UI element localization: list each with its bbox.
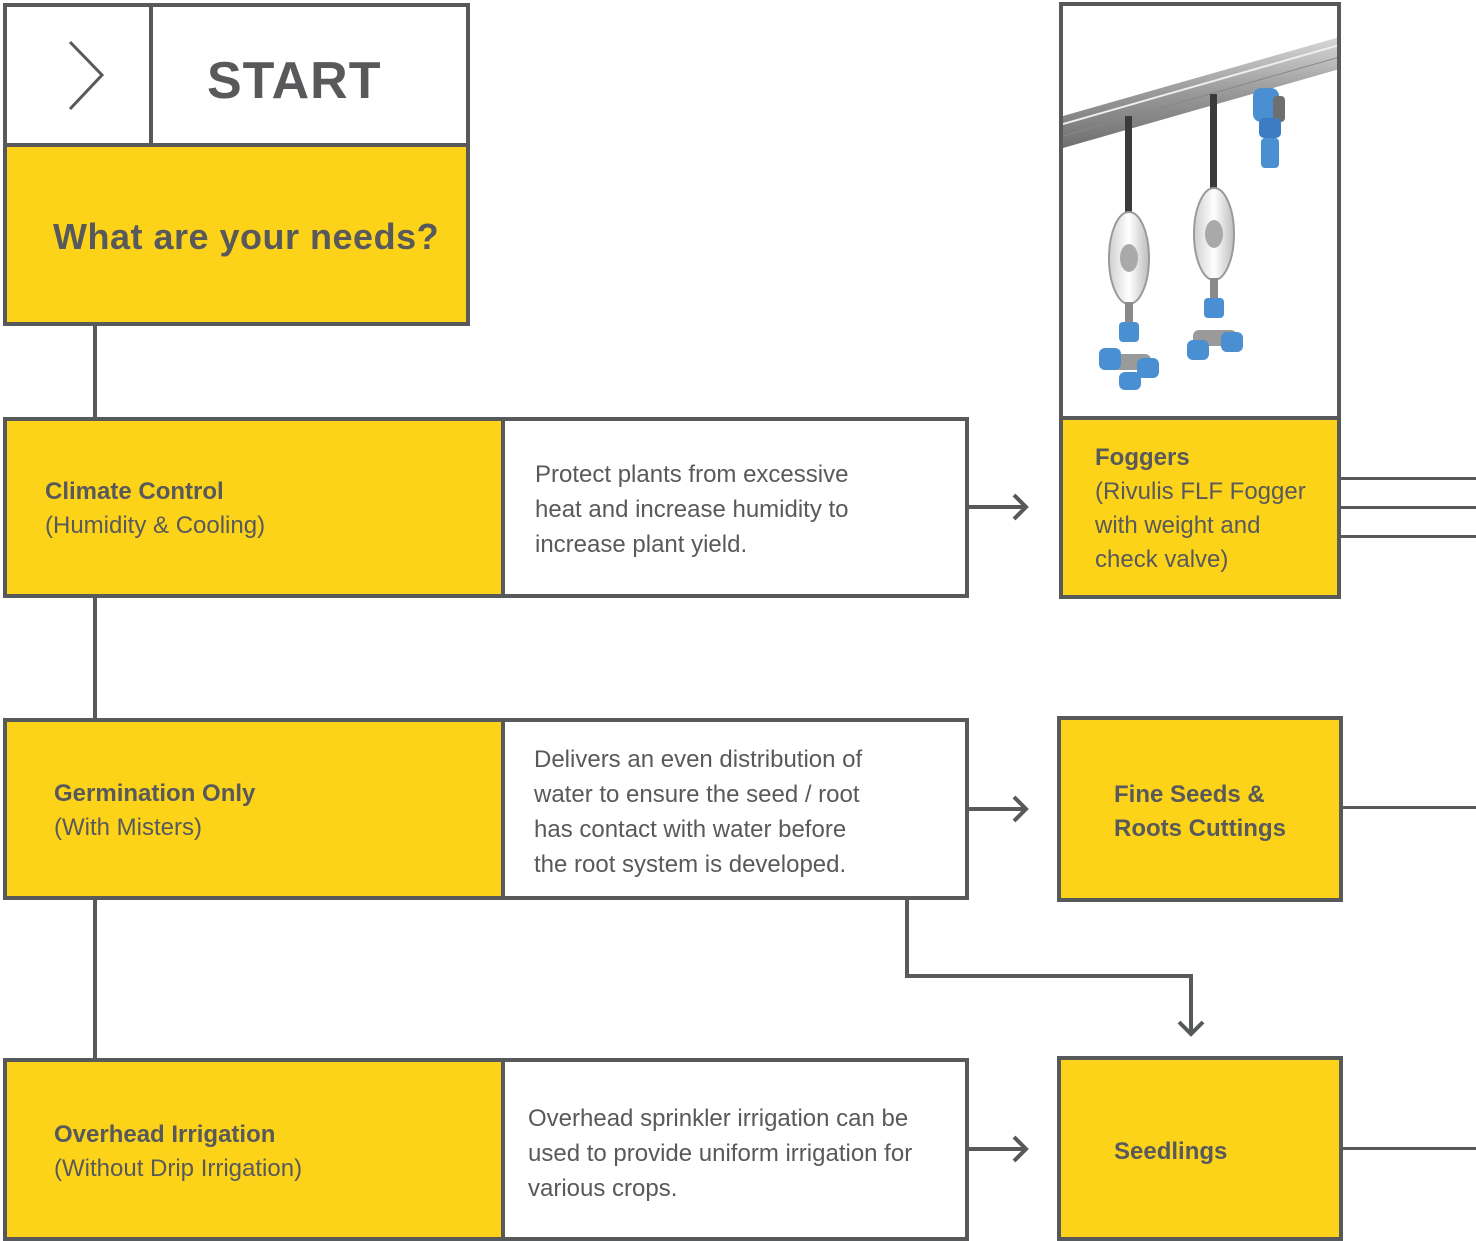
need-climate-control[interactable]: Climate Control (Humidity & Cooling) bbox=[3, 417, 505, 598]
chevron-right-icon bbox=[68, 40, 105, 111]
start-header[interactable]: START bbox=[149, 3, 470, 147]
product-line: with weight and bbox=[1095, 512, 1261, 539]
foggers-exit-line-2 bbox=[1338, 506, 1476, 509]
fine-seeds-exit-line bbox=[1341, 806, 1476, 809]
start-icon-cell[interactable] bbox=[3, 3, 153, 147]
description-line: Overhead sprinkler irrigation can be bbox=[528, 1105, 909, 1132]
product-seedlings[interactable]: Seedlings bbox=[1057, 1056, 1343, 1241]
product-line: (Rivulis FLF Fogger bbox=[1095, 478, 1306, 505]
fogger-illustration bbox=[1063, 37, 1337, 390]
spine-connector-1 bbox=[93, 324, 97, 418]
product-fine-seeds[interactable]: Fine Seeds & Roots Cuttings bbox=[1057, 716, 1343, 902]
description-line: Delivers an even distribution of bbox=[534, 746, 863, 773]
description-line: heat and increase humidity to bbox=[535, 496, 849, 523]
description-line: has contact with water before bbox=[534, 816, 847, 843]
start-label: START bbox=[207, 52, 382, 110]
spine-connector-2 bbox=[93, 596, 97, 720]
description-line: water to ensure the seed / root bbox=[534, 781, 860, 808]
arrow-to-fine-seeds bbox=[966, 795, 1029, 823]
product-title: Seedlings bbox=[1114, 1138, 1228, 1165]
foggers-exit-line-1 bbox=[1338, 477, 1476, 480]
arrow-to-seedlings bbox=[966, 1135, 1029, 1163]
need-description-box: Protect plants from excessive heat and i… bbox=[501, 417, 969, 598]
product-title: Foggers bbox=[1095, 444, 1190, 471]
product-line: check valve) bbox=[1095, 546, 1229, 573]
need-description-box: Overhead sprinkler irrigation can be use… bbox=[501, 1058, 969, 1241]
need-germination-only[interactable]: Germination Only (With Misters) bbox=[3, 718, 505, 900]
foggers-exit-line-3 bbox=[1338, 535, 1476, 538]
description-line: the root system is developed. bbox=[534, 851, 847, 878]
product-line: Fine Seeds & bbox=[1114, 781, 1265, 808]
need-overhead-irrigation[interactable]: Overhead Irrigation (Without Drip Irriga… bbox=[3, 1058, 505, 1241]
need-title: Climate Control bbox=[45, 478, 224, 505]
need-subtitle: (With Misters) bbox=[54, 814, 202, 841]
need-subtitle: (Without Drip Irrigation) bbox=[54, 1155, 303, 1182]
product-foggers[interactable]: Foggers (Rivulis FLF Fogger with weight … bbox=[1059, 416, 1341, 599]
description-line: Protect plants from excessive bbox=[535, 461, 849, 488]
description-line: various crops. bbox=[528, 1175, 678, 1202]
seedlings-exit-line bbox=[1341, 1147, 1476, 1150]
spine-connector-3 bbox=[93, 898, 97, 1060]
need-subtitle: (Humidity & Cooling) bbox=[45, 512, 266, 539]
need-title: Overhead Irrigation bbox=[54, 1121, 276, 1148]
arrow-to-foggers bbox=[966, 493, 1029, 521]
needs-question: What are your needs? bbox=[53, 216, 440, 257]
description-line: used to provide uniform irrigation for bbox=[528, 1140, 913, 1167]
need-description-box: Delivers an even distribution of water t… bbox=[501, 718, 969, 900]
elbow-arrow-to-seedlings bbox=[905, 896, 1205, 1037]
product-line: Roots Cuttings bbox=[1114, 815, 1286, 842]
needs-question-box: What are your needs? bbox=[3, 143, 470, 326]
description-line: increase plant yield. bbox=[535, 531, 748, 558]
need-title: Germination Only bbox=[54, 780, 256, 807]
fogger-image-box bbox=[1059, 2, 1341, 420]
